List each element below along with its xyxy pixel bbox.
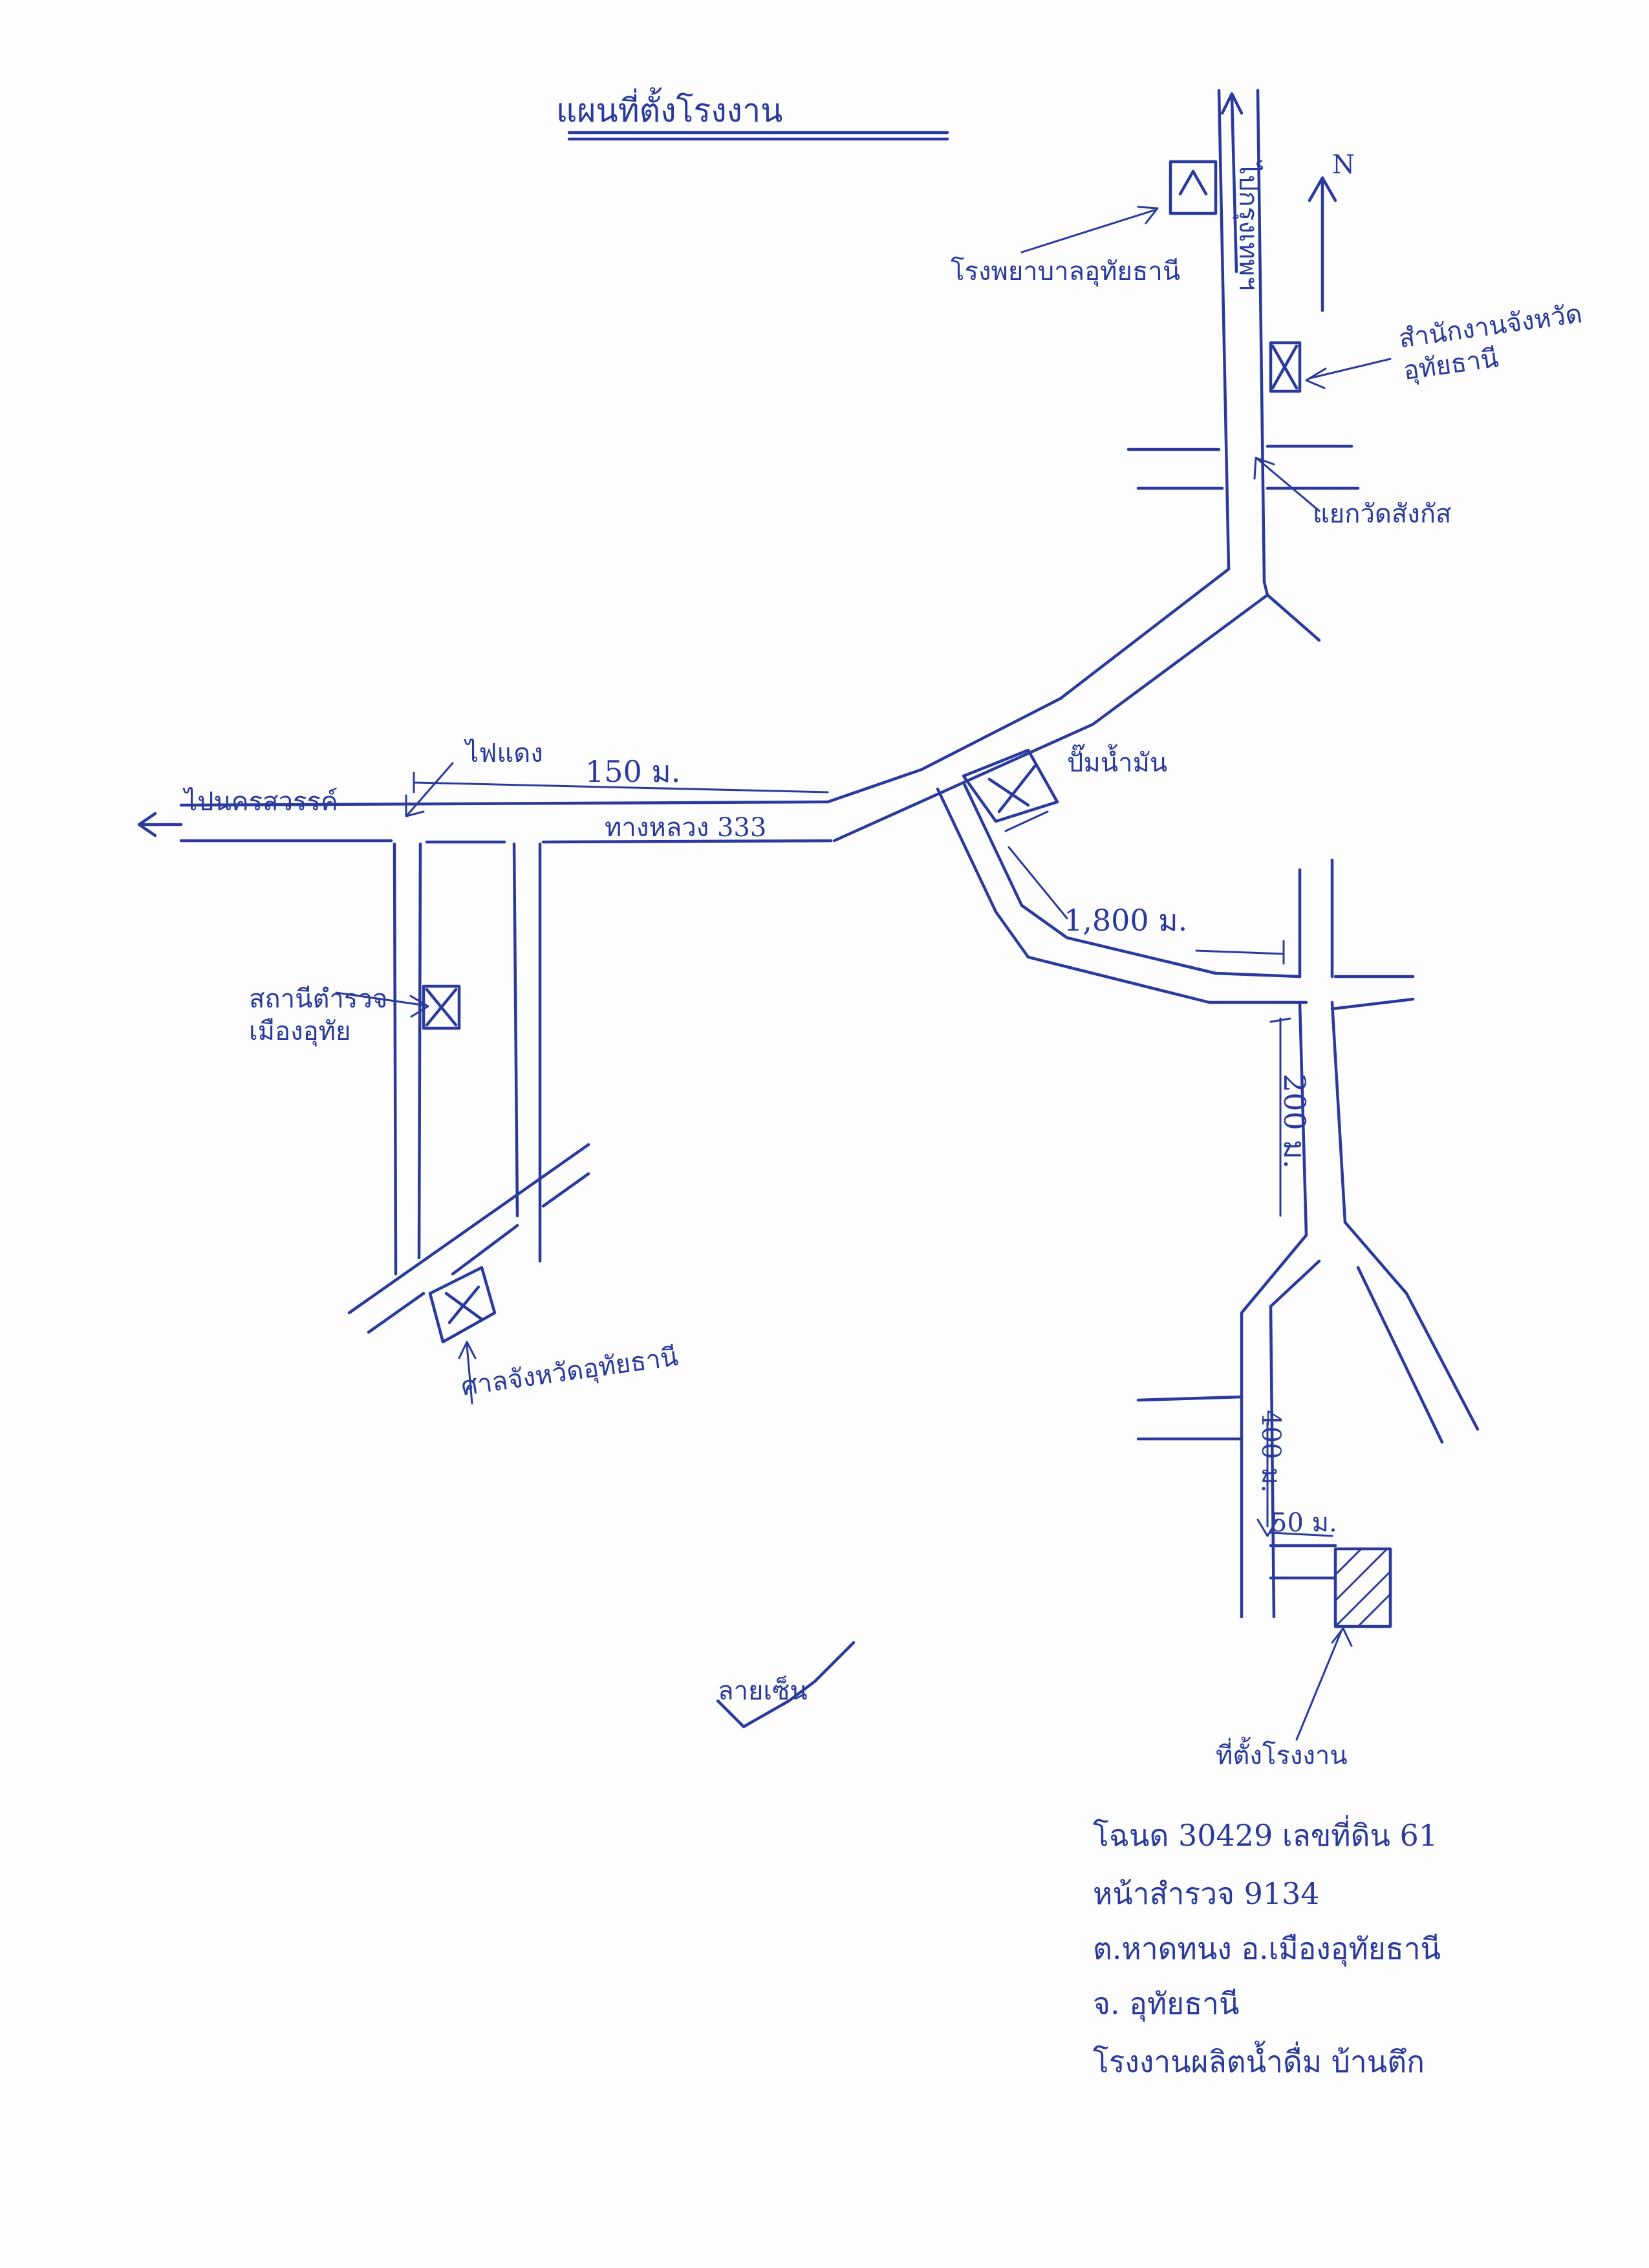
factory-hatch [1334,1548,1392,1628]
label-police: สถานีตำรวจ เมืองอุทัย [249,984,388,1046]
dim-200 [1269,1017,1291,1217]
label-dist-400: 400 ม. [1256,1410,1286,1493]
court-box [428,1266,497,1344]
police-pointer [335,991,429,1018]
factory-pointer [1295,1627,1353,1741]
sw-diagonal-road [347,1143,590,1334]
road-333 [179,800,833,844]
label-hospital: โรงพยาบาลอุทัยธานี [951,257,1181,286]
map-title: แผนที่ตั้งโรงงาน [556,92,783,129]
main-road-north [1217,89,1266,584]
court-pointer [458,1341,477,1405]
address-line-2: หน้าสำรวจ 9134 [1093,1876,1320,1911]
gas-station-pointer [1004,810,1049,832]
dim-1800 [1008,846,1285,965]
police-box [422,984,461,1030]
se-road [936,781,1308,1004]
address-line-4: จ. อุทัยธานี [1093,1986,1240,2021]
address-line-3: ต.หาดทนง อ.เมืองอุทัยธานี [1093,1931,1441,1966]
west-branch-lower [1136,1395,1244,1441]
intersection-pointer [1253,457,1320,512]
label-intersection: แยกวัดสังกัส [1313,499,1452,529]
diagonal-road [826,567,1269,843]
factory-lane [1269,1544,1337,1580]
diagonal-branch-se [1266,593,1321,642]
label-dist-50: 50 ม. [1271,1508,1337,1538]
dim-150 [413,772,829,794]
signature: ลายเซ็น [718,1676,808,1706]
signature-stroke [716,1641,856,1729]
to-bangkok-arrow [1220,92,1244,274]
label-traffic-light: ไฟแดง [466,739,543,768]
office-pointer [1305,358,1392,389]
label-north: N [1332,150,1355,180]
south-roads [393,842,542,1276]
address-line-1: โฉนด 30429 เลขที่ดิน 61 [1093,1818,1438,1853]
traffic-light-pointer [405,762,454,817]
label-to-bangkok: ไปกรุงเทพฯ [1233,162,1263,291]
label-gas-station: ปั๊มน้ำมัน [1067,748,1168,778]
label-dist-150: 150 ม. [585,754,681,789]
cross-road-lower [1298,858,1415,1011]
office-box [1269,341,1302,393]
title-underline [567,131,949,141]
label-to-nakhonsawan: ไปนครสวรรค์ [184,787,338,817]
hospital-box [1169,160,1218,215]
cross-road-top [1126,444,1360,490]
road-to-fork [1298,1000,1347,1237]
label-factory: ที่ตั้งโรงงาน [1216,1741,1348,1771]
label-road-333: ทางหลวง 333 [605,813,767,843]
to-nakhonsawan-arrow [137,812,183,837]
factory-box [1333,1547,1392,1628]
address-line-5: โรงงานผลิตน้ำดื่ม บ้านตึก [1093,2044,1425,2079]
north-arrow [1308,176,1337,312]
dim-400 [1256,1421,1278,1537]
gas-station-box [962,748,1059,823]
dim-50 [1269,1531,1333,1537]
label-dist-200: 200 ม. [1277,1074,1312,1169]
label-dist-1800: 1,800 ม. [1064,903,1188,938]
hospital-pointer [1020,206,1159,254]
fork-roads [1240,1220,1480,1619]
